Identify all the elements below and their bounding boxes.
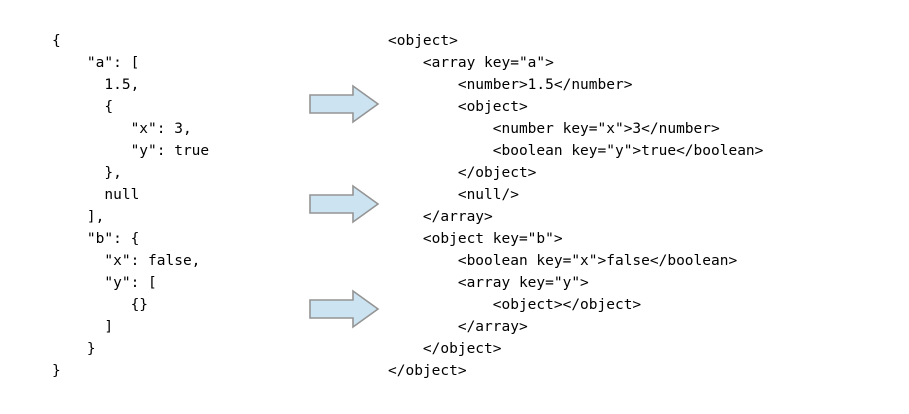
arrow-right-icon-1 bbox=[309, 84, 380, 124]
arrow-right-icon-3 bbox=[309, 289, 380, 329]
xml-result-code: <object> <array key="a"> <number>1.5</nu… bbox=[388, 33, 764, 379]
arrow-right-icon-2 bbox=[309, 184, 380, 224]
json-source-code: { "a": [ 1.5, { "x": 3, "y": true }, nul… bbox=[52, 33, 210, 379]
